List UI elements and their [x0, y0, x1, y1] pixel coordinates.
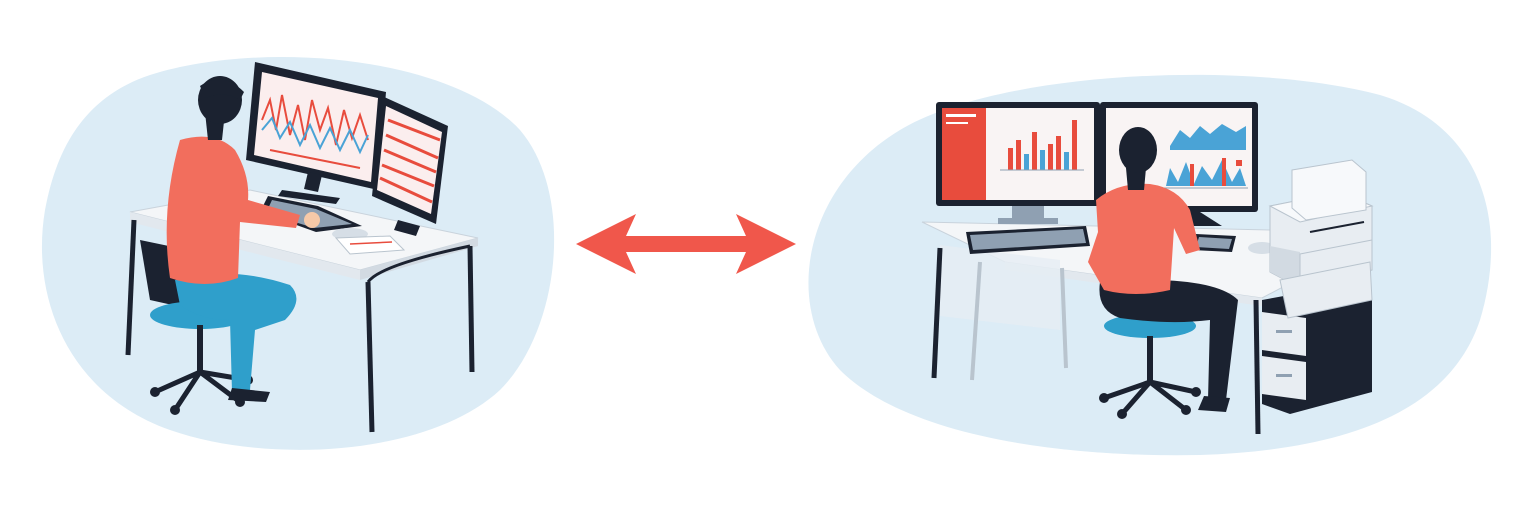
left-workstation — [41, 57, 555, 450]
left-dual-monitor-icon — [246, 62, 448, 236]
right-keyboard-icon — [966, 226, 1276, 254]
double-headed-arrow-icon — [576, 214, 796, 274]
right-person-icon — [1088, 127, 1238, 412]
right-printer-icon — [1268, 159, 1374, 319]
left-person-icon — [166, 76, 320, 402]
right-workstation — [808, 74, 1492, 456]
